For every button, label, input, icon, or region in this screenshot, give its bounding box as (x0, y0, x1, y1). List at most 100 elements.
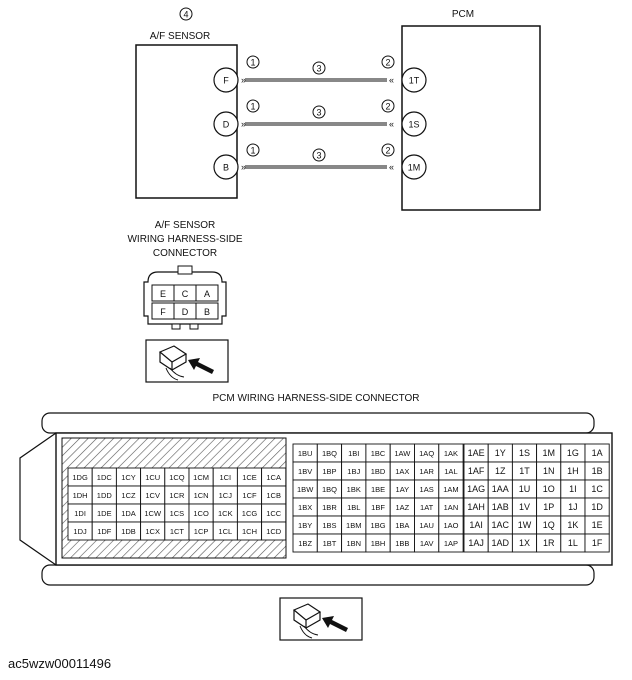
circuit-b-1m: B » « 1M 1 3 2 (213, 143, 427, 180)
af-cavity-label: E (160, 289, 166, 299)
cavity-label: 1BY (298, 521, 312, 530)
cavity-label: 1BJ (347, 467, 360, 476)
cavity-label: 1AM (443, 485, 458, 494)
cavity-label: 1CT (170, 527, 185, 536)
af-cavity-label: B (204, 307, 210, 317)
cavity-label: 1BK (347, 485, 361, 494)
cavity-label: 1CK (218, 509, 233, 518)
connector-cavity (584, 533, 610, 553)
cavity-label: 1BU (298, 449, 313, 458)
cavity-label: 1R (543, 538, 555, 548)
connector-latch (177, 265, 193, 275)
cavity-label: 1CE (242, 473, 257, 482)
sensor-callout-circle (179, 7, 193, 21)
callout-circle (381, 143, 395, 157)
connector-tab (189, 323, 199, 330)
cavity-label: 1DH (73, 491, 88, 500)
schematic: 4 A/F SENSOR PCM F » « 1T 1 3 2 (135, 7, 541, 211)
cavity-label: 1C (591, 484, 603, 494)
cavity-label: 1CN (194, 491, 209, 500)
cavity-label: 1BR (322, 503, 337, 512)
af-connector-title-line: CONNECTOR (153, 248, 217, 259)
cavity-label: 1AX (395, 467, 409, 476)
cavity-label: 1BX (298, 503, 312, 512)
cavity-label: 1BM (346, 521, 361, 530)
cavity-label: 1T (519, 466, 530, 476)
pcm: PCM (401, 9, 541, 211)
cavity-label: 1AC (492, 520, 510, 530)
cavity-label: 1AP (444, 539, 458, 548)
cavity-label: 1AI (469, 520, 483, 530)
cavity-label: 1BE (371, 485, 385, 494)
cavity-label: 1AN (444, 503, 459, 512)
cavity-label: 1CI (219, 473, 231, 482)
connector-arrow-icon: » (241, 119, 246, 129)
cavity-label: 1CU (145, 473, 160, 482)
cavity-label: 1E (592, 520, 603, 530)
cavity-label: 1CA (266, 473, 281, 482)
cavity-label: 1AZ (395, 503, 409, 512)
document-id: ac5wzw00011496 (8, 656, 112, 671)
cavity-label: 1CP (194, 527, 209, 536)
af-sensor-title: A/F SENSOR (150, 31, 211, 42)
callout-circle (381, 55, 395, 69)
cavity-label: 1CR (169, 491, 185, 500)
cavity-label: 1CZ (121, 491, 136, 500)
cavity-label: 1W (518, 520, 532, 530)
cavity-label: 1BZ (298, 539, 312, 548)
pcm-connector-title: PCM WIRING HARNESS-SIDE CONNECTOR (212, 393, 419, 404)
af-cavity-label: F (160, 307, 166, 317)
cavity-label: 1AT (420, 503, 434, 512)
cavity-label: 1CS (170, 509, 185, 518)
circuit-d-1s: D » « 1S 1 3 2 (213, 99, 427, 137)
af-sensor-connector: A/F SENSOR WIRING HARNESS-SIDE CONNECTOR… (127, 220, 243, 383)
cavity-label: 1BC (371, 449, 386, 458)
cavity-label: 1CJ (219, 491, 233, 500)
cavity-label: 1G (567, 448, 579, 458)
cavity-label: 1CG (242, 509, 258, 518)
callout-number: 2 (385, 102, 390, 112)
callout-circle (381, 99, 395, 113)
cavity-label: 1AS (420, 485, 434, 494)
cavity-label: 1J (568, 502, 578, 512)
cavity-label: 1L (568, 538, 578, 548)
cavity-label: 1Y (495, 448, 506, 458)
cavity-label: 1DF (97, 527, 112, 536)
cavity-label: 1CM (193, 473, 209, 482)
cavity-label: 1CL (218, 527, 232, 536)
cavity-label: 1O (543, 484, 555, 494)
pcm-title: PCM (452, 9, 474, 20)
pcm-pin-circle (401, 67, 427, 93)
cavity-label: 1Z (495, 466, 506, 476)
cavity-label: 1CF (242, 491, 257, 500)
circuit-f-1t: F » « 1T 1 3 2 (213, 55, 427, 93)
cavity-label: 1DG (72, 473, 88, 482)
cavity-label: 1BQ (322, 485, 337, 494)
view-direction-icon (279, 597, 363, 641)
cavity-label: 1S (519, 448, 530, 458)
af-cavity (195, 302, 219, 320)
cavity-label: 1DE (97, 509, 112, 518)
callout-circle (246, 99, 260, 113)
connector-tab (171, 323, 181, 330)
connector-cavity (261, 521, 287, 541)
sensor-pin-label: B (223, 163, 229, 173)
cavity-label: 1BV (298, 467, 312, 476)
cavity-label: 1BP (322, 467, 336, 476)
cavity-label: 1DB (121, 527, 136, 536)
cavity-label: 1AL (444, 467, 457, 476)
af-cavity-label: D (182, 307, 189, 317)
cavity-label: 1AY (396, 485, 410, 494)
callout-circle (246, 143, 260, 157)
cavity-label: 1AF (468, 466, 485, 476)
af-connector-title-line: WIRING HARNESS-SIDE (127, 234, 242, 245)
cavity-label: 1CX (145, 527, 160, 536)
cavity-label: 1AW (394, 449, 411, 458)
cavity-label: 1A (592, 448, 603, 458)
callout-number: 3 (316, 64, 321, 74)
cavity-label: 1CY (121, 473, 136, 482)
callout-number: 2 (385, 58, 390, 68)
callout-circle (246, 55, 260, 69)
